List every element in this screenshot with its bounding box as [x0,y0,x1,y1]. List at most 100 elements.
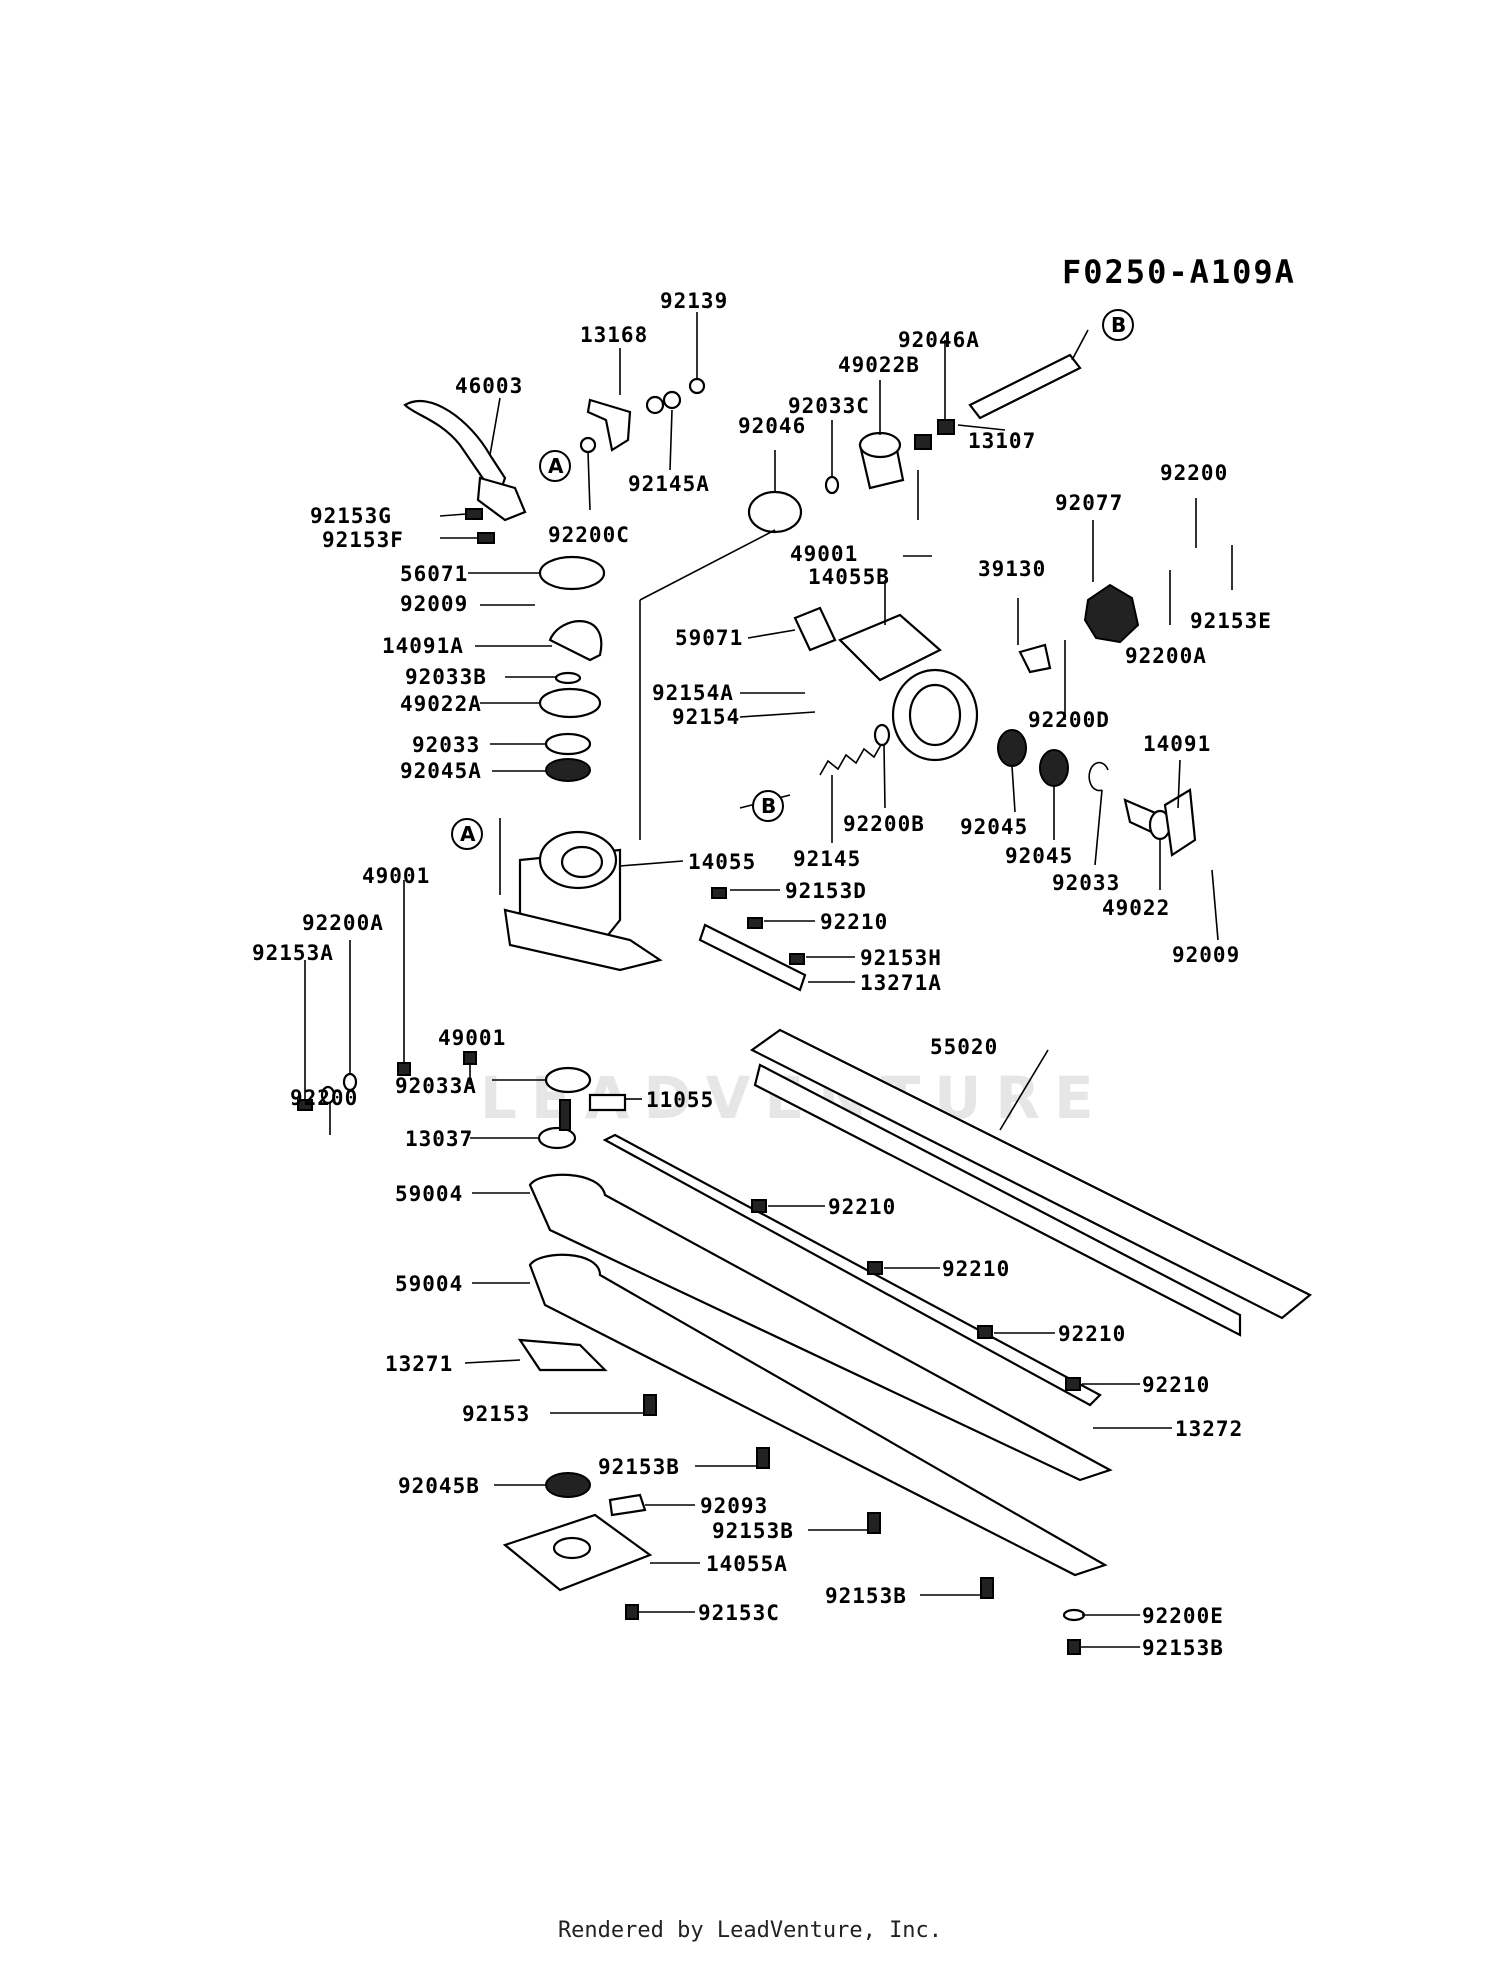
gearcase-part-14055B [838,613,979,762]
label-49022: 49022 [1102,896,1170,920]
plate-part-13271A [698,923,807,992]
blade-part-59004-upper [528,1173,1113,1482]
disc-part-56071 [538,555,606,591]
washer-part-92200 [320,1085,336,1105]
label-14055: 14055 [688,850,756,874]
bearing-part-92045-a [997,729,1027,767]
label-92153B-b: 92153B [712,1519,794,1543]
label-92153D: 92153D [785,879,867,903]
gear-part-49022B [858,431,905,490]
label-92045B: 92045B [398,1474,480,1498]
snapring-part-92033B [554,671,582,685]
label-92200-right: 92200 [1160,461,1228,485]
label-49001-left: 49001 [362,864,430,888]
guard-bar-part-55020-b [753,1063,1242,1337]
label-92033C: 92033C [788,394,870,418]
nut-part-92210-top [747,917,763,929]
label-92210-d: 92210 [1142,1373,1210,1397]
label-92210-b: 92210 [942,1257,1010,1281]
label-92153C: 92153C [698,1601,780,1625]
label-92154: 92154 [672,705,740,729]
bearing-part-92045-b [1039,749,1069,787]
pin-part-59071 [793,606,837,652]
label-92153B-d: 92153B [1142,1636,1224,1660]
label-92200D: 92200D [1028,708,1110,732]
label-92045-a: 92045 [960,815,1028,839]
diagram-id: F0250-A109A [1062,253,1296,291]
label-92045A: 92045A [400,759,482,783]
label-14091: 14091 [1143,732,1211,756]
part-labels: 92139 13168 46003 92145A 92200C 92153G 9… [252,289,1272,1660]
label-92145A: 92145A [628,472,710,496]
ring-part-92033-right [1088,761,1109,792]
label-92200A-left: 92200A [302,911,384,935]
label-92033: 92033 [412,733,480,757]
gear-part-49022 [1123,798,1172,841]
crank-part-13037 [537,1099,577,1150]
label-92139: 92139 [660,289,728,313]
washer-part-92200C [579,436,597,454]
label-39130: 39130 [978,557,1046,581]
label-14055A: 14055A [706,1552,788,1576]
label-49022A: 49022A [400,692,482,716]
label-92046: 92046 [738,414,806,438]
bolt-part-92153B-b [867,1512,881,1534]
bearing-part-92045B [545,1472,591,1498]
screw-part-92153D [711,887,727,899]
label-92045-b: 92045 [1005,844,1073,868]
svg-text:B: B [1111,313,1126,337]
label-92153H: 92153H [860,946,942,970]
nut-part-92210-a [751,1199,767,1213]
label-92153A: 92153A [252,941,334,965]
bar-part-13272 [602,1133,1102,1407]
leader-lines [304,312,1233,1648]
marker-b-left: B [752,790,784,822]
washer-part-92200E [1062,1608,1086,1622]
nut-part-92210-d [1065,1377,1081,1391]
marker-a-top: A [539,450,571,482]
label-11055: 11055 [646,1088,714,1112]
footer-credit: Rendered by LeadVenture, Inc. [557,1918,943,1943]
bolt-part-92153B-d [1067,1639,1081,1655]
label-92033-right: 92033 [1052,871,1120,895]
label-92153E: 92153E [1190,609,1272,633]
label-13168: 13168 [580,323,648,347]
label-92033A: 92033A [395,1074,477,1098]
label-13272: 13272 [1175,1417,1243,1441]
clip-part-11055 [588,1093,627,1112]
label-55020: 55020 [930,1035,998,1059]
label-92200A-right: 92200A [1125,644,1207,668]
label-13107: 13107 [968,429,1036,453]
marker-a-left: A [451,818,483,850]
svg-text:A: A [460,822,476,846]
blade-part-59004-lower [528,1253,1108,1577]
label-92153B-c: 92153B [825,1584,907,1608]
gearcase-part-14055 [503,830,663,972]
label-92009-left: 92009 [400,592,468,616]
marker-b-top: B [1102,309,1134,341]
svg-text:A: A [548,454,564,478]
block-part-92093 [608,1493,647,1517]
svg-text:B: B [761,794,776,818]
label-92210-c: 92210 [1058,1322,1126,1346]
label-92210-a: 92210 [828,1195,896,1219]
ring-part-92033 [544,732,592,756]
label-13271A: 13271A [860,971,942,995]
label-92153F: 92153F [322,528,404,552]
bearing-part-92046A [914,434,932,450]
ring-part-92033C [824,475,840,495]
label-92153: 92153 [462,1402,530,1426]
label-92200E: 92200E [1142,1604,1224,1628]
label-49001-top: 49001 [790,542,858,566]
bolt-part-92153B-a [756,1447,770,1469]
label-59071: 59071 [675,626,743,650]
bolt-part-92153C [625,1604,639,1620]
bearing-part-92046A-2 [937,419,955,435]
label-92046A-top: 92046A [898,328,980,352]
nut-part-92210-c [977,1325,993,1339]
label-92033B: 92033B [405,665,487,689]
label-13271: 13271 [385,1352,453,1376]
label-92210-top: 92210 [820,910,888,934]
gearcase-part-14055A [502,1513,653,1592]
label-92093: 92093 [700,1494,768,1518]
